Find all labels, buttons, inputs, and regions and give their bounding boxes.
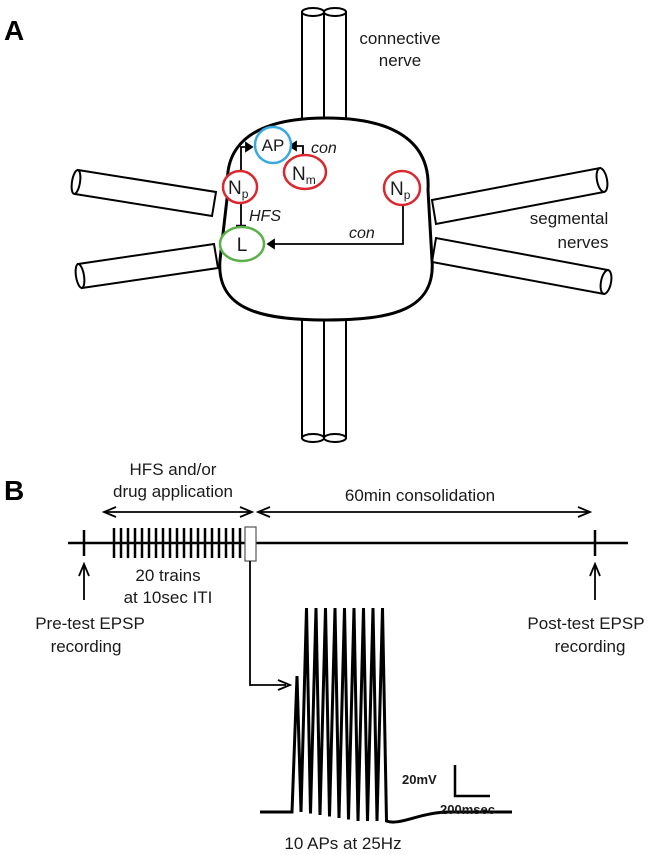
- connective-nerve-line1: connective: [359, 29, 440, 48]
- hfs-label: HFS: [249, 208, 281, 225]
- post-test-line1: Post-test EPSP: [527, 614, 644, 633]
- scale-time-label: 200msec: [440, 802, 495, 817]
- panel-a-label: A: [4, 15, 24, 46]
- neuron-nm-main: N: [292, 164, 306, 185]
- neuron-np-left-main: N: [228, 178, 242, 199]
- consolidation-label: 60min consolidation: [345, 486, 495, 505]
- hfs-drug-line1: HFS and/or: [130, 460, 217, 479]
- neuron-ap: AP: [253, 125, 293, 165]
- con-label-bottom: con: [349, 225, 375, 242]
- segmental-nerves-line2: nerves: [557, 233, 608, 252]
- svg-text:Np: Np: [390, 179, 411, 202]
- neuron-ap-label: AP: [262, 136, 285, 155]
- neuron-np-right: Np: [382, 169, 422, 207]
- ap-trace: [260, 607, 512, 824]
- con-label-top: con: [311, 140, 337, 157]
- neuron-l: L: [218, 225, 266, 263]
- trains-line1: 20 trains: [135, 566, 200, 585]
- bottom-connective-nerve: [301, 317, 347, 443]
- svg-text:Np: Np: [228, 178, 249, 201]
- ganglion-diagram: [70, 7, 613, 443]
- post-test-line2: recording: [555, 637, 626, 656]
- neuron-np-right-sub: p: [404, 188, 411, 202]
- timeline: [68, 506, 628, 691]
- segmental-nerves-line1: segmental: [530, 209, 608, 228]
- neuron-l-label: L: [237, 235, 248, 256]
- neuron-nm: Nm: [282, 153, 328, 191]
- panel-b-label: B: [4, 475, 24, 506]
- pre-test-line1: Pre-test EPSP: [35, 614, 145, 633]
- scale-voltage-label: 20mV: [402, 772, 437, 787]
- hfs-drug-line2: drug application: [113, 482, 233, 501]
- svg-text:Nm: Nm: [292, 164, 316, 187]
- ganglion-body: [218, 116, 434, 322]
- neuron-np-left: Np: [221, 169, 259, 205]
- scale-bar: [453, 765, 490, 798]
- neuron-nm-sub: m: [306, 173, 316, 187]
- pre-test-line2: recording: [51, 637, 122, 656]
- train-ticks: [112, 528, 249, 558]
- neuron-np-left-sub: p: [242, 187, 249, 201]
- right-segmental-nerves: [430, 166, 613, 296]
- synaptic-connections: [236, 140, 404, 250]
- trains-line2: at 10sec ITI: [124, 588, 213, 607]
- neuron-np-right-main: N: [390, 179, 404, 200]
- aps-label: 10 APs at 25Hz: [284, 834, 401, 853]
- left-segmental-nerves: [70, 168, 220, 290]
- top-connective-nerve: [301, 7, 347, 131]
- connective-nerve-line2: nerve: [379, 51, 422, 70]
